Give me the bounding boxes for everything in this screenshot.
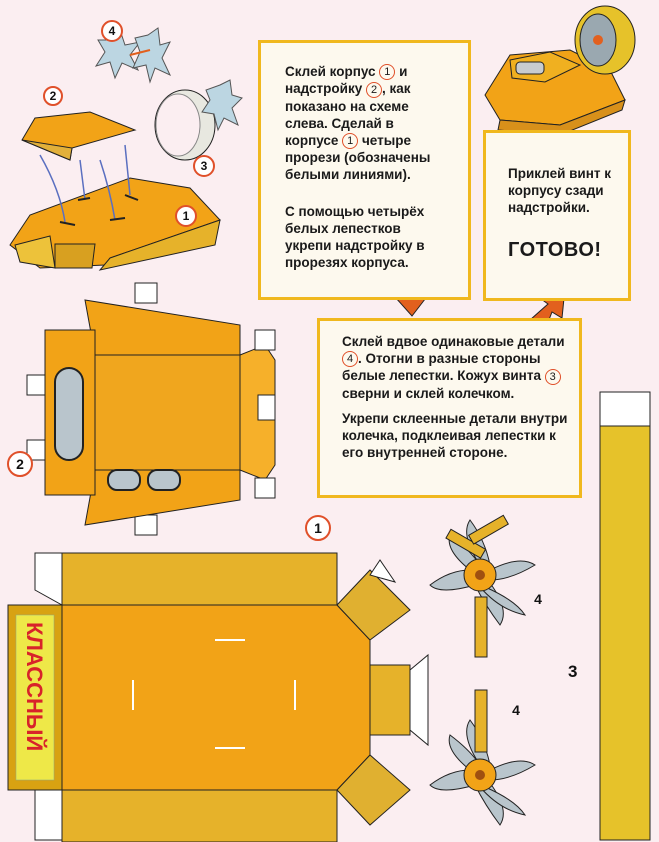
text: Склей корпус: [285, 64, 376, 79]
finished-model-picture: [484, 5, 636, 136]
text: . Отогни в разные стороны белые лепестки…: [342, 351, 541, 384]
text: Склей вдвое одинаковые детали: [342, 334, 565, 349]
part-1-net: КЛАССНЫЙ: [7, 552, 429, 842]
instruction-step1-para1: Склей корпус 1 и надстройку 2, как показ…: [285, 63, 450, 183]
label-part-1: 1: [305, 515, 331, 541]
part-ref: 1: [379, 64, 396, 81]
instruction-step2-para1: Склей вдвое одинаковые детали 4. Отогни …: [342, 333, 569, 402]
part-3-strip: [599, 391, 651, 841]
label-part-4-top: 4: [534, 591, 542, 607]
instruction-step3-text: Приклей винт к корпусу сзади надстройки.: [508, 166, 611, 215]
label-part-2: 2: [7, 451, 33, 477]
assembly-diagram: [9, 27, 243, 271]
instruction-box-attach-propeller: Приклей винт к корпусу сзади надстройки.…: [483, 130, 631, 301]
propeller-bottom: [429, 689, 536, 826]
instruction-box-propeller: Склей вдвое одинаковые детали 4. Отогни …: [317, 318, 582, 498]
part-ref: 2: [366, 81, 382, 98]
logo-text: КЛАССНЫЙ: [22, 622, 47, 751]
part-ref: 1: [342, 133, 359, 150]
instruction-box-assemble-body: Склей корпус 1 и надстройку 2, как показ…: [258, 40, 471, 300]
part-ref: 4: [342, 351, 358, 368]
logo-background: [15, 614, 55, 781]
text: сверни и склей колечком.: [342, 385, 515, 401]
instruction-step2-para2: Укрепи склеенные детали внутри колечка, …: [342, 410, 568, 460]
label-diagram-1: 1: [175, 205, 197, 227]
instruction-step1-para2: С помощью четырёх белых лепестков укрепи…: [285, 204, 425, 271]
label-part-3: 3: [568, 662, 578, 681]
text: , как показано на схеме слева. Сделай в …: [285, 81, 411, 148]
text: четыре прорези (обозначены белыми линиям…: [285, 132, 431, 183]
label-diagram-2: 2: [43, 86, 63, 106]
label-diagram-4: 4: [101, 20, 123, 42]
done-heading: ГОТОВО!: [508, 239, 602, 261]
text: и надстройку: [285, 64, 408, 97]
label-diagram-3: 3: [193, 155, 215, 177]
part-2-net: [26, 282, 276, 536]
label-part-4-bottom: 4: [512, 702, 520, 718]
part-ref: 3: [544, 368, 561, 385]
propeller-top: [429, 514, 536, 658]
